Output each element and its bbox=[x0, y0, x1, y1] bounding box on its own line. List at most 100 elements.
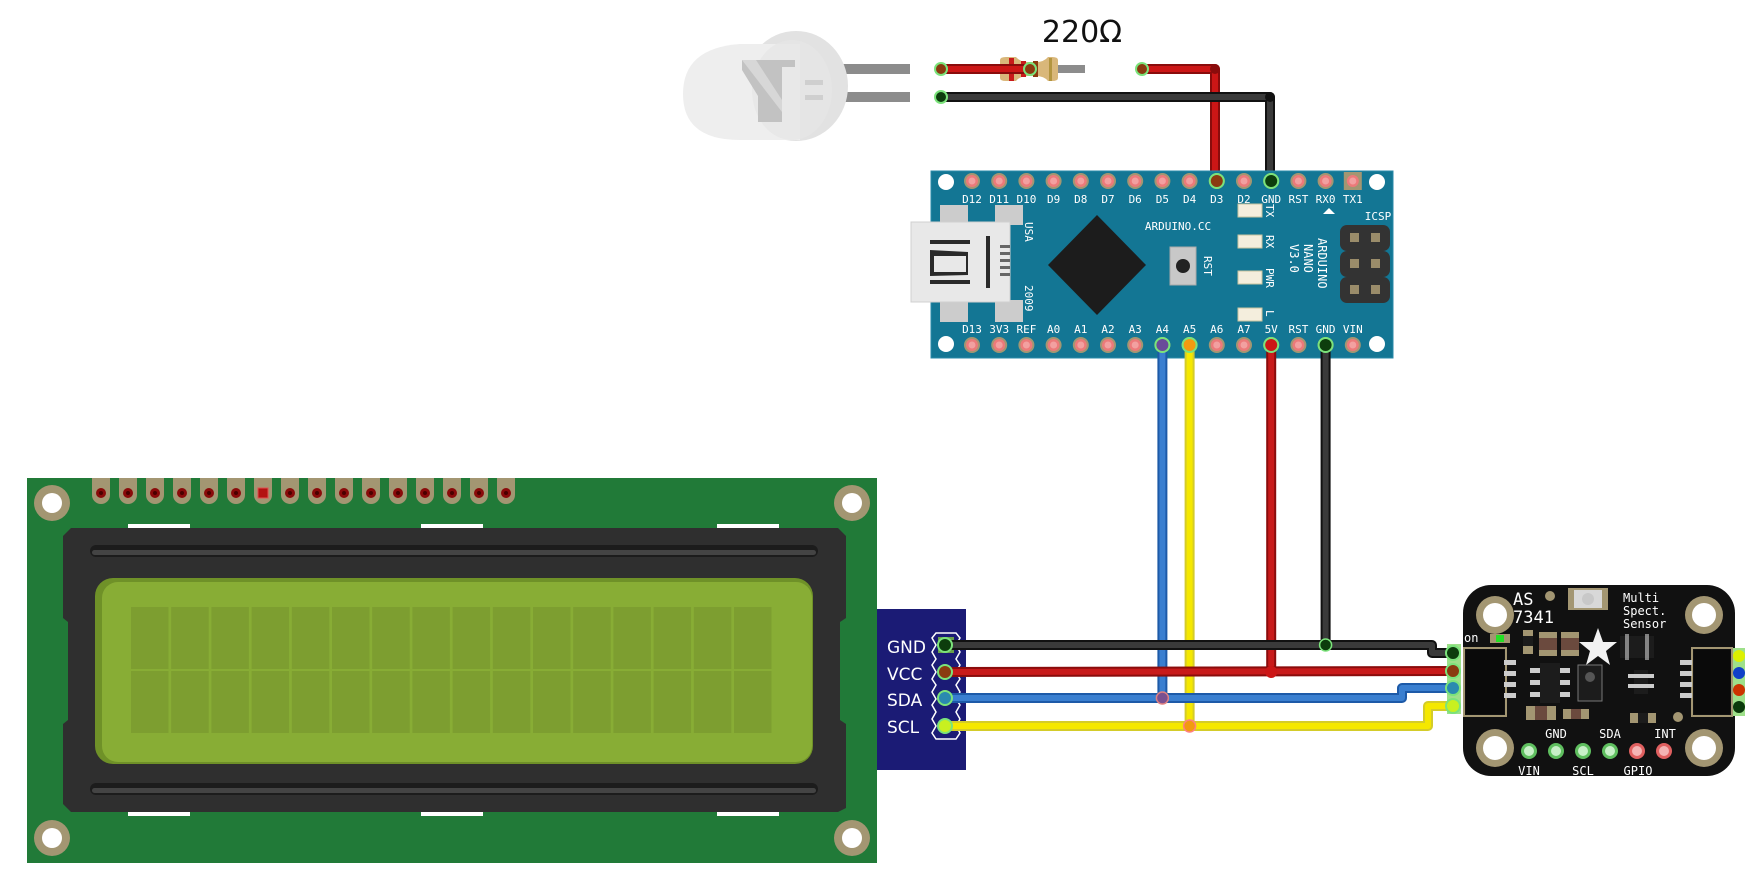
sensor-pin[interactable] bbox=[1656, 743, 1672, 759]
lcd-header-pin[interactable] bbox=[389, 478, 407, 504]
sensor-pin[interactable] bbox=[1629, 743, 1645, 759]
wire-lcd-scl-sensor[interactable] bbox=[945, 706, 1453, 726]
svg-text:SCL: SCL bbox=[1572, 764, 1594, 778]
lcd-header-pin[interactable] bbox=[227, 478, 245, 504]
as7341-sensor[interactable]: AS 7341 Multi Spect. Sensor on bbox=[1463, 585, 1745, 778]
lcd-header-pin[interactable] bbox=[416, 478, 434, 504]
bus-wires bbox=[938, 338, 1461, 733]
lcd-cell bbox=[131, 671, 169, 733]
resistor-right-connector[interactable] bbox=[1136, 63, 1148, 75]
wire-lcd-gnd-sensor[interactable] bbox=[945, 645, 1453, 653]
stemma-right-pin[interactable] bbox=[1733, 650, 1745, 662]
junction bbox=[1320, 639, 1332, 651]
sensor-pin[interactable] bbox=[1575, 743, 1591, 759]
lcd-cell bbox=[412, 607, 450, 669]
sensor-pin[interactable] bbox=[1548, 743, 1564, 759]
i2c-label-sda: SDA bbox=[887, 691, 923, 711]
pin-label: A2 bbox=[1101, 323, 1114, 336]
lcd-header-pin[interactable] bbox=[308, 478, 326, 504]
stemma-right-pin[interactable] bbox=[1733, 701, 1745, 713]
svg-text:GPIO: GPIO bbox=[1624, 764, 1653, 778]
wire-lcd-sda-sensor[interactable] bbox=[945, 688, 1453, 698]
lcd-header-pin[interactable] bbox=[173, 478, 191, 504]
lcd-cell bbox=[412, 671, 450, 733]
arduino-a4-endpoint[interactable] bbox=[1155, 338, 1169, 352]
pin-label: A5 bbox=[1183, 323, 1196, 336]
icsp-header[interactable] bbox=[1340, 225, 1390, 303]
sensor-pin[interactable] bbox=[1602, 743, 1618, 759]
lcd-header-pin[interactable] bbox=[200, 478, 218, 504]
stemma-right-pin[interactable] bbox=[1733, 684, 1745, 696]
svg-text:SDA: SDA bbox=[1599, 727, 1621, 741]
i2c-label-scl: SCL bbox=[887, 718, 920, 738]
pin-label: VIN bbox=[1343, 323, 1363, 336]
lcd-header-pin[interactable] bbox=[254, 478, 272, 504]
sensor-gnd-endpoint[interactable] bbox=[1446, 646, 1460, 660]
lcd-cell bbox=[131, 607, 169, 669]
wire-lcd-vcc-sensor[interactable] bbox=[945, 671, 1453, 672]
resistor-left-connector[interactable] bbox=[1024, 63, 1036, 75]
pin-tx1[interactable]: TX1 bbox=[1343, 172, 1363, 206]
lcd-sda-endpoint[interactable] bbox=[938, 691, 952, 705]
led[interactable] bbox=[683, 31, 910, 141]
lcd-cell bbox=[211, 607, 249, 669]
lcd-cell bbox=[372, 607, 410, 669]
resistor-band-4 bbox=[1049, 58, 1052, 81]
arduino-gnd-endpoint[interactable] bbox=[1319, 338, 1333, 352]
lcd-header-pin[interactable] bbox=[497, 478, 515, 504]
lcd-module[interactable] bbox=[27, 478, 877, 863]
i2c-backpack[interactable]: GND VCC SDA SCL bbox=[877, 609, 966, 770]
sensor-vcc-endpoint[interactable] bbox=[1446, 664, 1460, 678]
led-wires bbox=[935, 63, 1275, 182]
lcd-header-pin[interactable] bbox=[281, 478, 299, 504]
svg-text:RX: RX bbox=[1263, 235, 1276, 249]
lcd-header-pin[interactable] bbox=[362, 478, 380, 504]
icsp-label: ICSP bbox=[1365, 210, 1392, 223]
led-cathode-connector[interactable] bbox=[935, 91, 947, 103]
pin-label: D10 bbox=[1016, 193, 1036, 206]
wire-endpoint[interactable] bbox=[1264, 174, 1278, 188]
sensor-pin[interactable] bbox=[1521, 743, 1537, 759]
led-rx bbox=[1238, 235, 1262, 248]
lcd-gnd-endpoint[interactable] bbox=[938, 638, 952, 652]
svg-text:L: L bbox=[1263, 310, 1276, 317]
lcd-header-pin[interactable] bbox=[443, 478, 461, 504]
arduino-nano[interactable]: USA 2009 RST ARDUINO.CC TX RX PWR L ARDU… bbox=[911, 171, 1393, 358]
lcd-cell bbox=[533, 607, 571, 669]
led-l bbox=[1238, 308, 1262, 321]
lcd-header-pin[interactable] bbox=[335, 478, 353, 504]
sensor-scl-endpoint[interactable] bbox=[1446, 699, 1460, 713]
pin-label: GND bbox=[1261, 193, 1281, 206]
lcd-scl-endpoint[interactable] bbox=[938, 719, 952, 733]
wire-endpoint[interactable] bbox=[1210, 174, 1224, 188]
i2c-label-vcc: VCC bbox=[887, 665, 922, 685]
stemma-right-pin[interactable] bbox=[1733, 667, 1745, 679]
wire-resistor-d3[interactable] bbox=[1142, 69, 1215, 182]
reset-button[interactable] bbox=[1170, 247, 1196, 285]
usb-connector[interactable] bbox=[911, 222, 1010, 302]
mount-hole bbox=[1369, 174, 1385, 190]
pin-label: D9 bbox=[1047, 193, 1060, 206]
led-anode-connector[interactable] bbox=[935, 63, 947, 75]
pin-label: RST bbox=[1288, 323, 1308, 336]
lcd-cell bbox=[694, 607, 732, 669]
arduino-a5-endpoint[interactable] bbox=[1183, 338, 1197, 352]
sensor-sda-endpoint[interactable] bbox=[1446, 681, 1460, 695]
lcd-cell bbox=[493, 671, 531, 733]
lcd-header-pin[interactable] bbox=[119, 478, 137, 504]
wire-led-gnd[interactable] bbox=[941, 97, 1270, 182]
pin-label: A1 bbox=[1074, 323, 1087, 336]
pin-label: D4 bbox=[1183, 193, 1197, 206]
svg-text:on: on bbox=[1464, 631, 1478, 645]
lcd-vcc-endpoint[interactable] bbox=[938, 665, 952, 679]
board-name-line3: V3.0 bbox=[1287, 244, 1301, 273]
pin-label: D5 bbox=[1156, 193, 1169, 206]
junction bbox=[1184, 720, 1196, 732]
lcd-header-pin[interactable] bbox=[92, 478, 110, 504]
lcd-header-pin[interactable] bbox=[146, 478, 164, 504]
rst-label: RST bbox=[1201, 256, 1214, 276]
lcd-header-pin[interactable] bbox=[470, 478, 488, 504]
arduino-5v-endpoint[interactable] bbox=[1264, 338, 1278, 352]
pin-label: RX0 bbox=[1316, 193, 1336, 206]
